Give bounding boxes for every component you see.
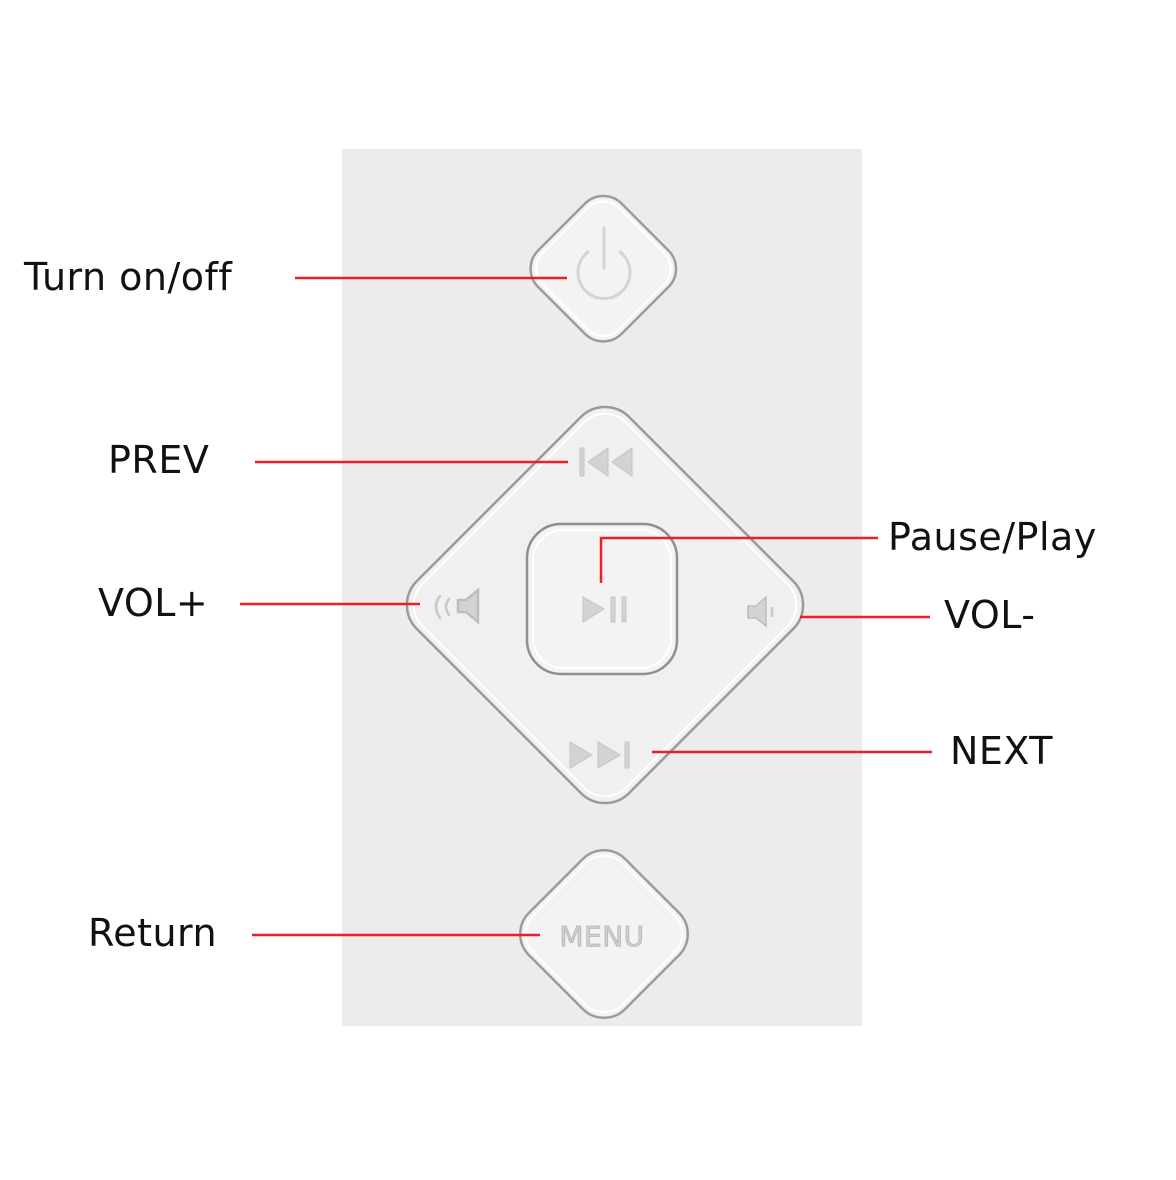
label-next: NEXT [950, 729, 1054, 773]
skip-forward-icon [569, 741, 630, 769]
callout-lines [240, 276, 932, 937]
power-icon [576, 226, 632, 300]
vol-plus-button[interactable] [420, 585, 495, 630]
label-return: Return [88, 911, 218, 955]
volume-down-icon [747, 595, 774, 628]
menu-button-text: MENU [559, 920, 644, 953]
skip-back-icon [579, 447, 633, 477]
label-turn-on-off: Turn on/off [24, 255, 233, 299]
play-pause-button[interactable] [525, 522, 679, 676]
volume-up-icon [434, 587, 480, 625]
label-pause-play: Pause/Play [888, 515, 1097, 559]
label-vol-plus: VOL+ [98, 581, 209, 625]
label-vol-minus: VOL- [944, 593, 1036, 637]
callout-line-pause-play [599, 536, 878, 583]
vol-minus-button[interactable] [735, 590, 790, 635]
next-button[interactable] [560, 735, 660, 775]
prev-button[interactable] [560, 440, 660, 484]
power-button[interactable] [520, 185, 687, 352]
play-pause-icon [582, 596, 627, 623]
menu-button[interactable]: MENU [508, 838, 700, 1030]
label-prev: PREV [108, 438, 210, 482]
